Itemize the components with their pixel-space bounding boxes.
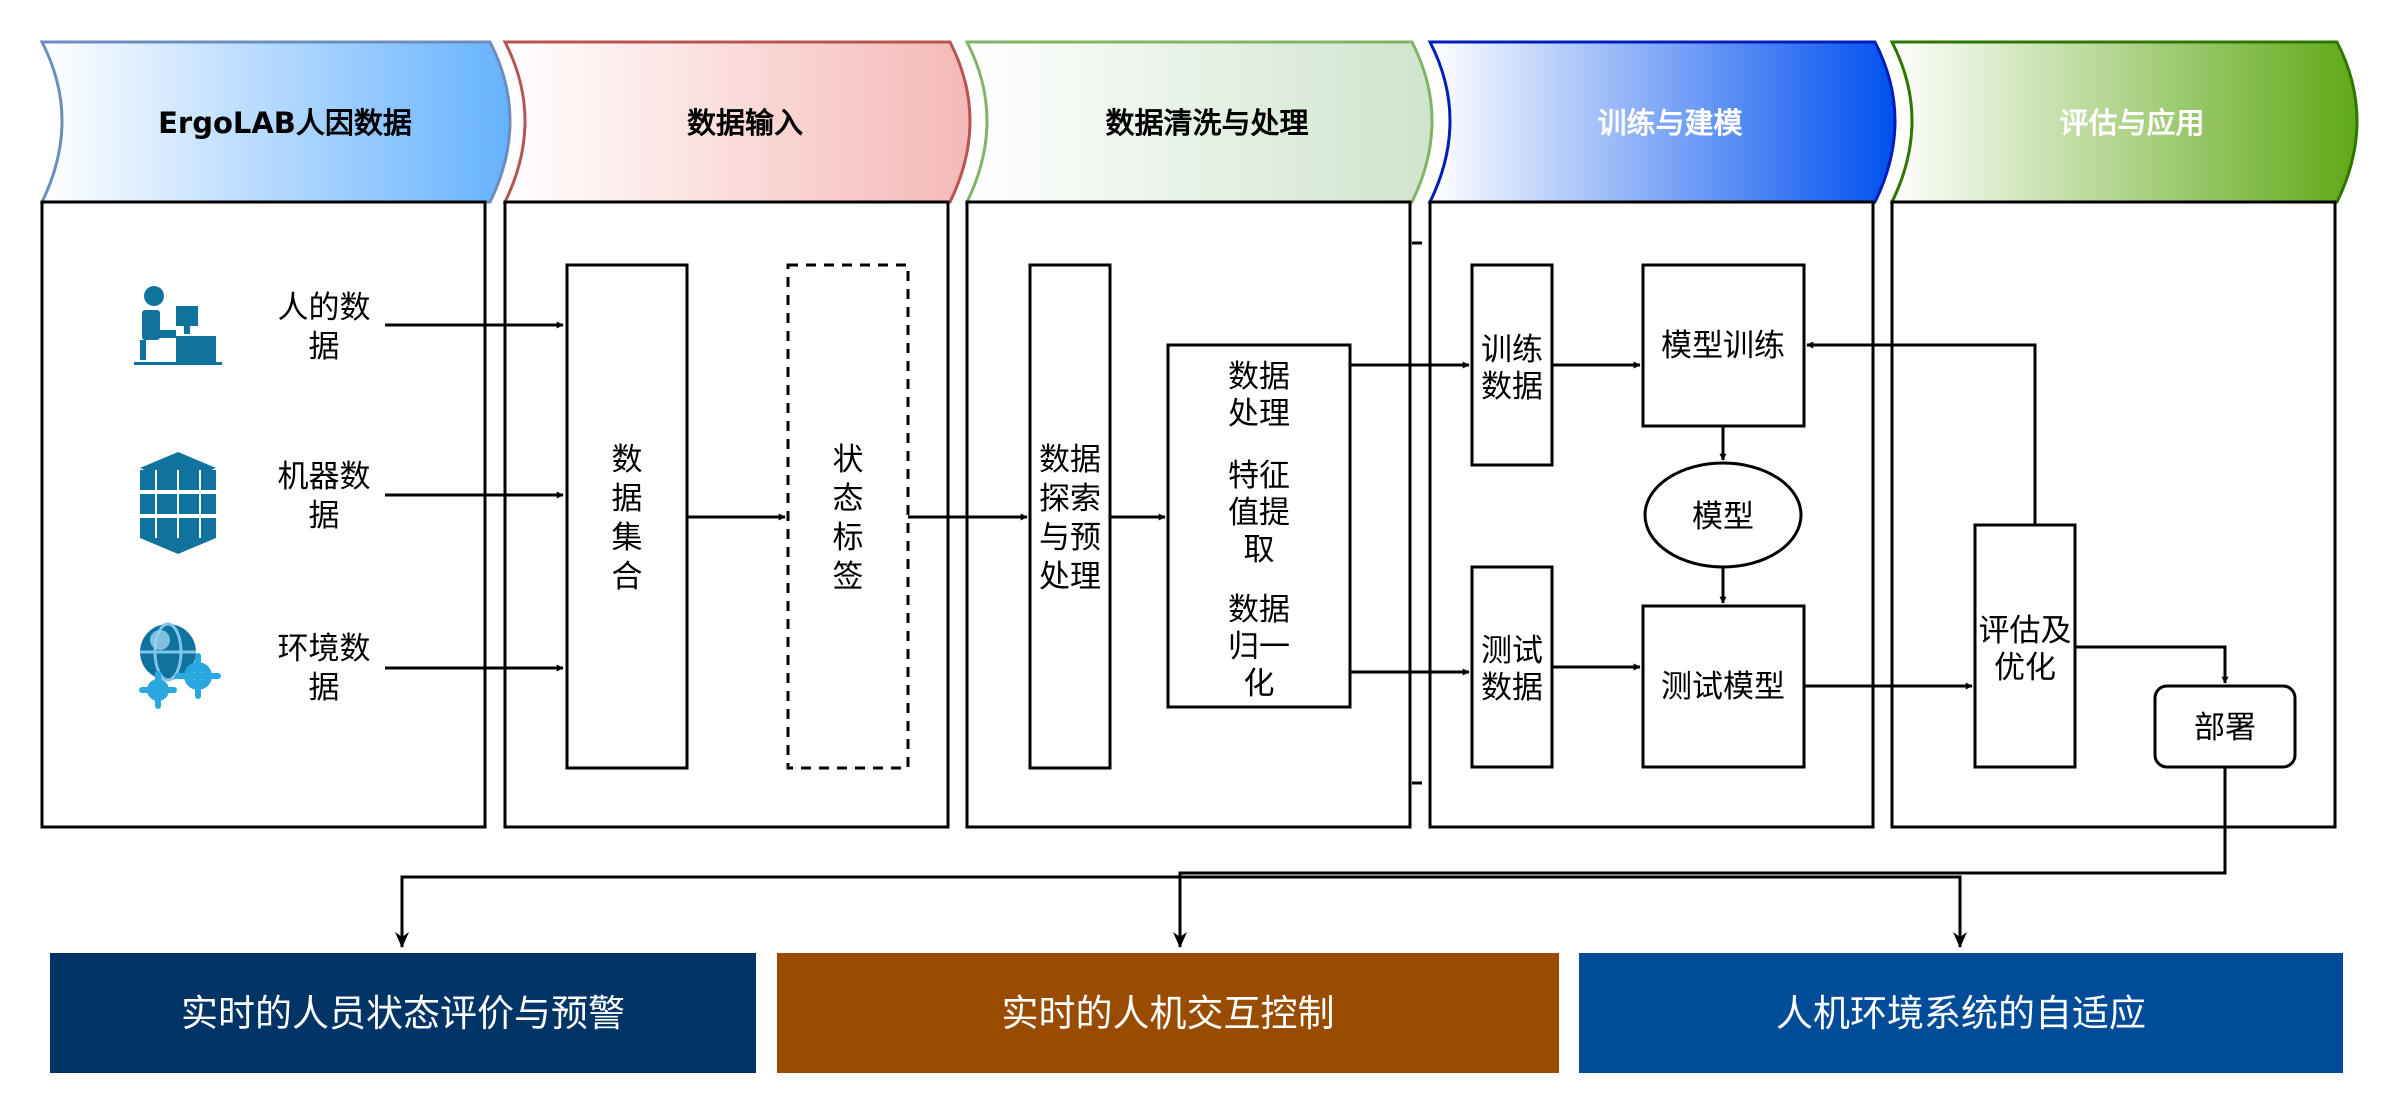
panel-evaluation xyxy=(1890,200,2337,829)
source-human-line2: 据 xyxy=(309,329,340,365)
source-labels: 人的数 据 机器数 据 环境数 据 xyxy=(278,290,371,706)
source-human-line1: 人的数 xyxy=(278,290,371,326)
output-text-1: 实时的人员状态评价与预警 xyxy=(181,992,625,1035)
svg-text:数据: 数据 xyxy=(1039,442,1101,478)
panel-ergolab xyxy=(40,200,487,829)
stage-header-4: 训练与建模 xyxy=(1427,40,1897,204)
state-label-box xyxy=(786,263,910,770)
train-data-text: 训练 数据 xyxy=(1481,332,1543,405)
svg-text:合: 合 xyxy=(612,559,643,595)
train-data-box xyxy=(1470,263,1554,467)
svg-text:化: 化 xyxy=(1244,666,1275,702)
svg-text:处理: 处理 xyxy=(1228,396,1290,432)
svg-text:训练: 训练 xyxy=(1481,332,1543,368)
model-label: 模型 xyxy=(1692,499,1754,535)
stage-header-2: 数据输入 xyxy=(502,40,972,204)
server-stack-icon xyxy=(140,452,216,554)
source-machine-line1: 机器数 xyxy=(278,459,371,495)
svg-text:状: 状 xyxy=(833,442,864,478)
panel-tick-marks xyxy=(1412,241,1422,785)
stage-header-3: 数据清洗与处理 xyxy=(964,40,1434,204)
svg-text:值提: 值提 xyxy=(1228,495,1290,531)
model-training-label: 模型训练 xyxy=(1661,328,1785,364)
processing-steps-text: 数据 处理 特征 值提 取 数据 归一 化 xyxy=(1228,359,1290,702)
arrow-evaluate-to-deploy xyxy=(2075,645,2229,684)
stage-title-1: ErgoLAB人因数据 xyxy=(158,106,412,140)
svg-text:数据: 数据 xyxy=(1481,670,1543,706)
panel-training xyxy=(1428,200,1875,829)
svg-text:处理: 处理 xyxy=(1039,559,1101,595)
svg-text:特征: 特征 xyxy=(1228,458,1290,494)
svg-text:标: 标 xyxy=(833,520,864,556)
state-label-text: 状 态 标 签 xyxy=(833,442,864,595)
model-test-box xyxy=(1641,604,1806,769)
output-box-1 xyxy=(50,953,756,1073)
stage-header-5: 评估与应用 xyxy=(1889,40,2359,204)
stage-title-2: 数据输入 xyxy=(687,106,803,140)
output-realtime-control: 实时的人机交互控制 xyxy=(777,953,1559,1073)
svg-text:数据: 数据 xyxy=(1228,592,1290,628)
output-box-2 xyxy=(777,953,1559,1073)
svg-text:评估及: 评估及 xyxy=(1979,613,2072,649)
svg-text:测试: 测试 xyxy=(1481,633,1543,669)
source-env-line1: 环境数 xyxy=(278,631,371,667)
explore-preprocess-box xyxy=(1028,263,1112,770)
svg-text:取: 取 xyxy=(1244,532,1275,568)
stage-title-3: 数据清洗与处理 xyxy=(1105,106,1308,140)
output-text-3: 人机环境系统的自适应 xyxy=(1776,992,2146,1035)
stage-panels xyxy=(40,200,2337,829)
panel-cleaning xyxy=(965,200,1412,829)
svg-text:数: 数 xyxy=(612,442,643,478)
svg-text:据: 据 xyxy=(612,481,643,517)
stage-title-5: 评估与应用 xyxy=(2059,106,2204,140)
panel-input xyxy=(503,200,950,829)
stage-header-1: ErgoLAB人因数据 xyxy=(39,40,512,204)
model-training-box xyxy=(1641,263,1806,428)
evaluate-optimize-text: 评估及 优化 xyxy=(1979,613,2072,686)
data-collection-text: 数 据 集 合 xyxy=(612,442,643,595)
svg-text:数据: 数据 xyxy=(1481,369,1543,405)
svg-text:优化: 优化 xyxy=(1994,650,2056,686)
svg-text:归一: 归一 xyxy=(1228,629,1290,665)
source-env-line2: 据 xyxy=(309,670,340,706)
svg-text:签: 签 xyxy=(833,559,864,595)
arrow-deploy-to-outputs xyxy=(1173,767,2227,948)
deploy-label: 部署 xyxy=(2194,710,2256,746)
processing-steps-box xyxy=(1166,343,1352,709)
svg-text:与预: 与预 xyxy=(1039,520,1101,556)
stage-title-4: 训练与建模 xyxy=(1597,106,1743,140)
model-test-label: 测试模型 xyxy=(1661,669,1785,705)
output-self-adaptation: 人机环境系统的自适应 xyxy=(1579,953,2343,1073)
svg-text:数据: 数据 xyxy=(1228,359,1290,395)
svg-text:集: 集 xyxy=(612,520,643,556)
explore-preprocess-text: 数据 探索 与预 处理 xyxy=(1039,442,1101,595)
arrow-evaluate-to-training xyxy=(1806,341,2037,525)
svg-text:探索: 探索 xyxy=(1039,481,1101,517)
test-data-text: 测试 数据 xyxy=(1481,633,1543,706)
person-at-desk-icon xyxy=(134,286,222,365)
source-machine-line2: 据 xyxy=(309,498,340,534)
output-realtime-warning: 实时的人员状态评价与预警 xyxy=(50,953,756,1073)
globe-gears-icon xyxy=(139,622,221,709)
connectors xyxy=(385,321,2229,948)
svg-text:态: 态 xyxy=(833,481,864,517)
output-box-3 xyxy=(1579,953,2343,1073)
output-text-2: 实时的人机交互控制 xyxy=(1002,992,1335,1035)
